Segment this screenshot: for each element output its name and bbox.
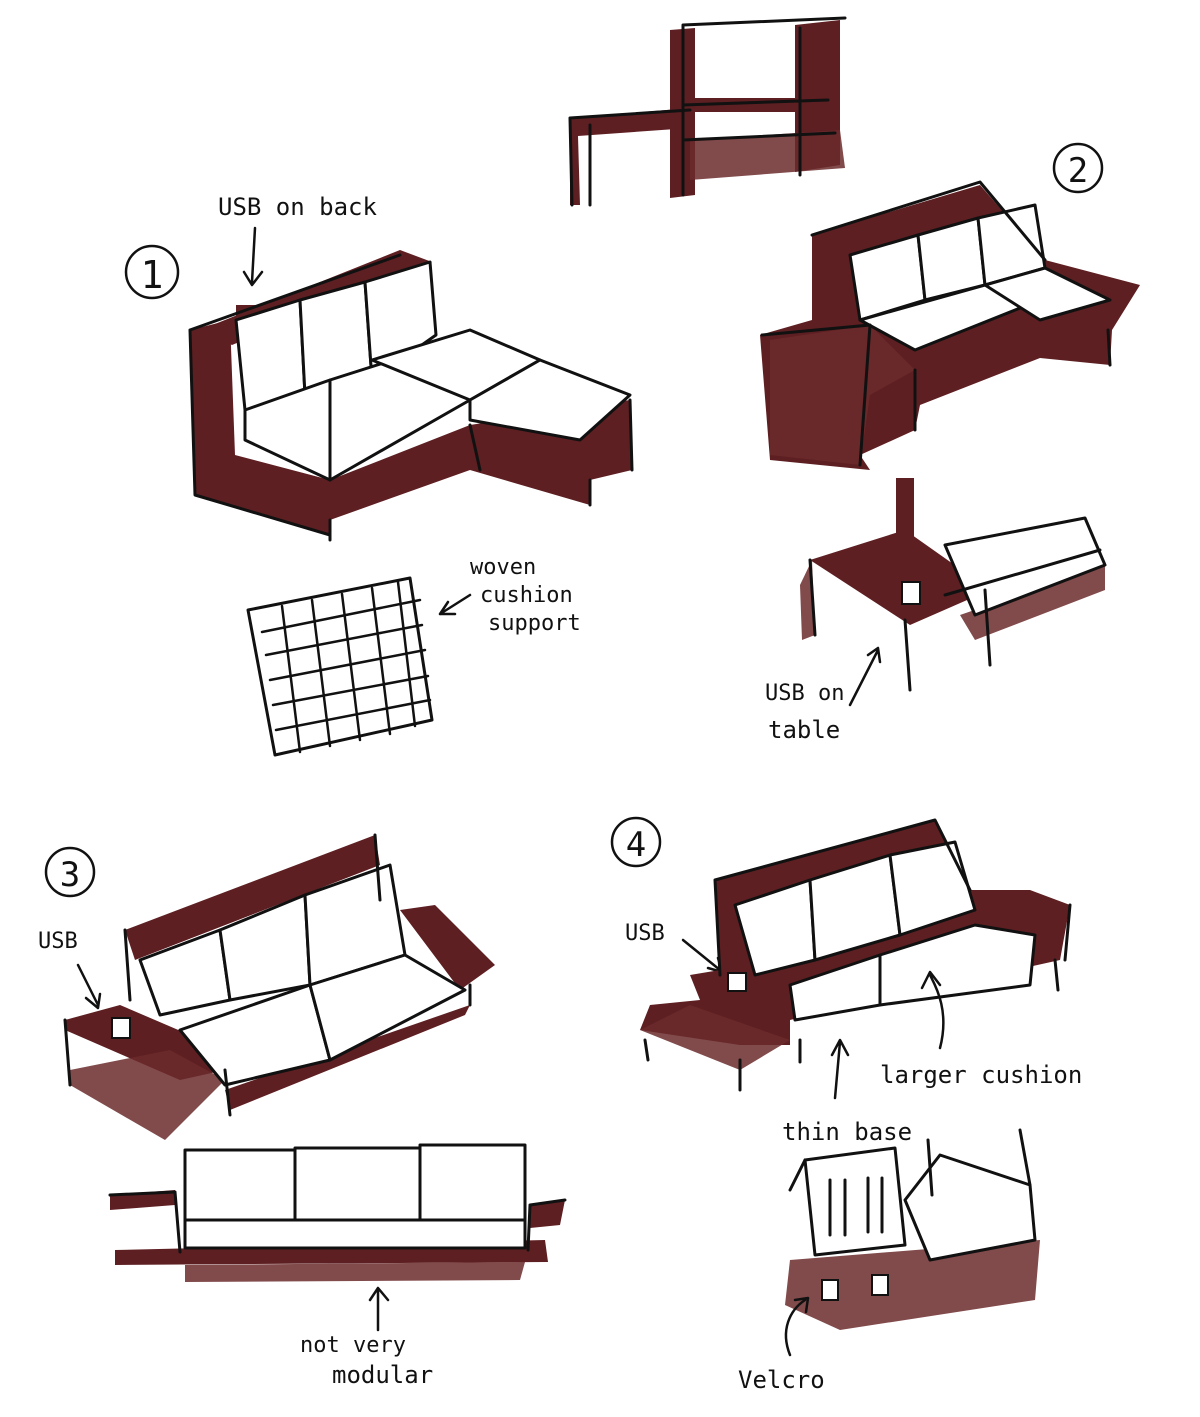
not-modular-line2: modular (332, 1361, 433, 1389)
thin-base-note: thin base (782, 1118, 912, 1146)
woven-note-line2: cushion (480, 583, 573, 608)
woven-note-line3: support (488, 611, 581, 636)
side-table-frame-sketch (568, 16, 847, 207)
not-modular-line1: not very (300, 1333, 406, 1358)
concept-1-sofa-sketch: 1 USB on back (124, 193, 634, 542)
concept-1-usb-note: USB on back (218, 193, 377, 221)
larger-cushion-note: larger cushion (880, 1061, 1082, 1089)
concept-3-sofa-sketch: 3 USB not very modular (38, 833, 567, 1389)
woven-note-line1: woven (470, 555, 536, 580)
concept-3-usb-note: USB (38, 929, 78, 954)
concept-4-usb-note: USB (625, 921, 665, 946)
usb-on-table-line1: USB on (765, 681, 844, 706)
concept-1-number: 1 (141, 253, 164, 297)
velcro-note: Velcro (738, 1366, 825, 1394)
concept-4-sofa-sketch: 4 USB larger cushion thin base Velcro (610, 816, 1082, 1394)
usb-on-table-line2: table (768, 716, 840, 744)
concept-2-sofa-sketch: 2 USB on table (760, 142, 1140, 744)
concept-2-number: 2 (1068, 151, 1088, 191)
woven-cushion-support-sketch: woven cushion support (246, 555, 581, 757)
concept-3-number: 3 (60, 855, 80, 895)
concept-4-number: 4 (626, 825, 646, 865)
